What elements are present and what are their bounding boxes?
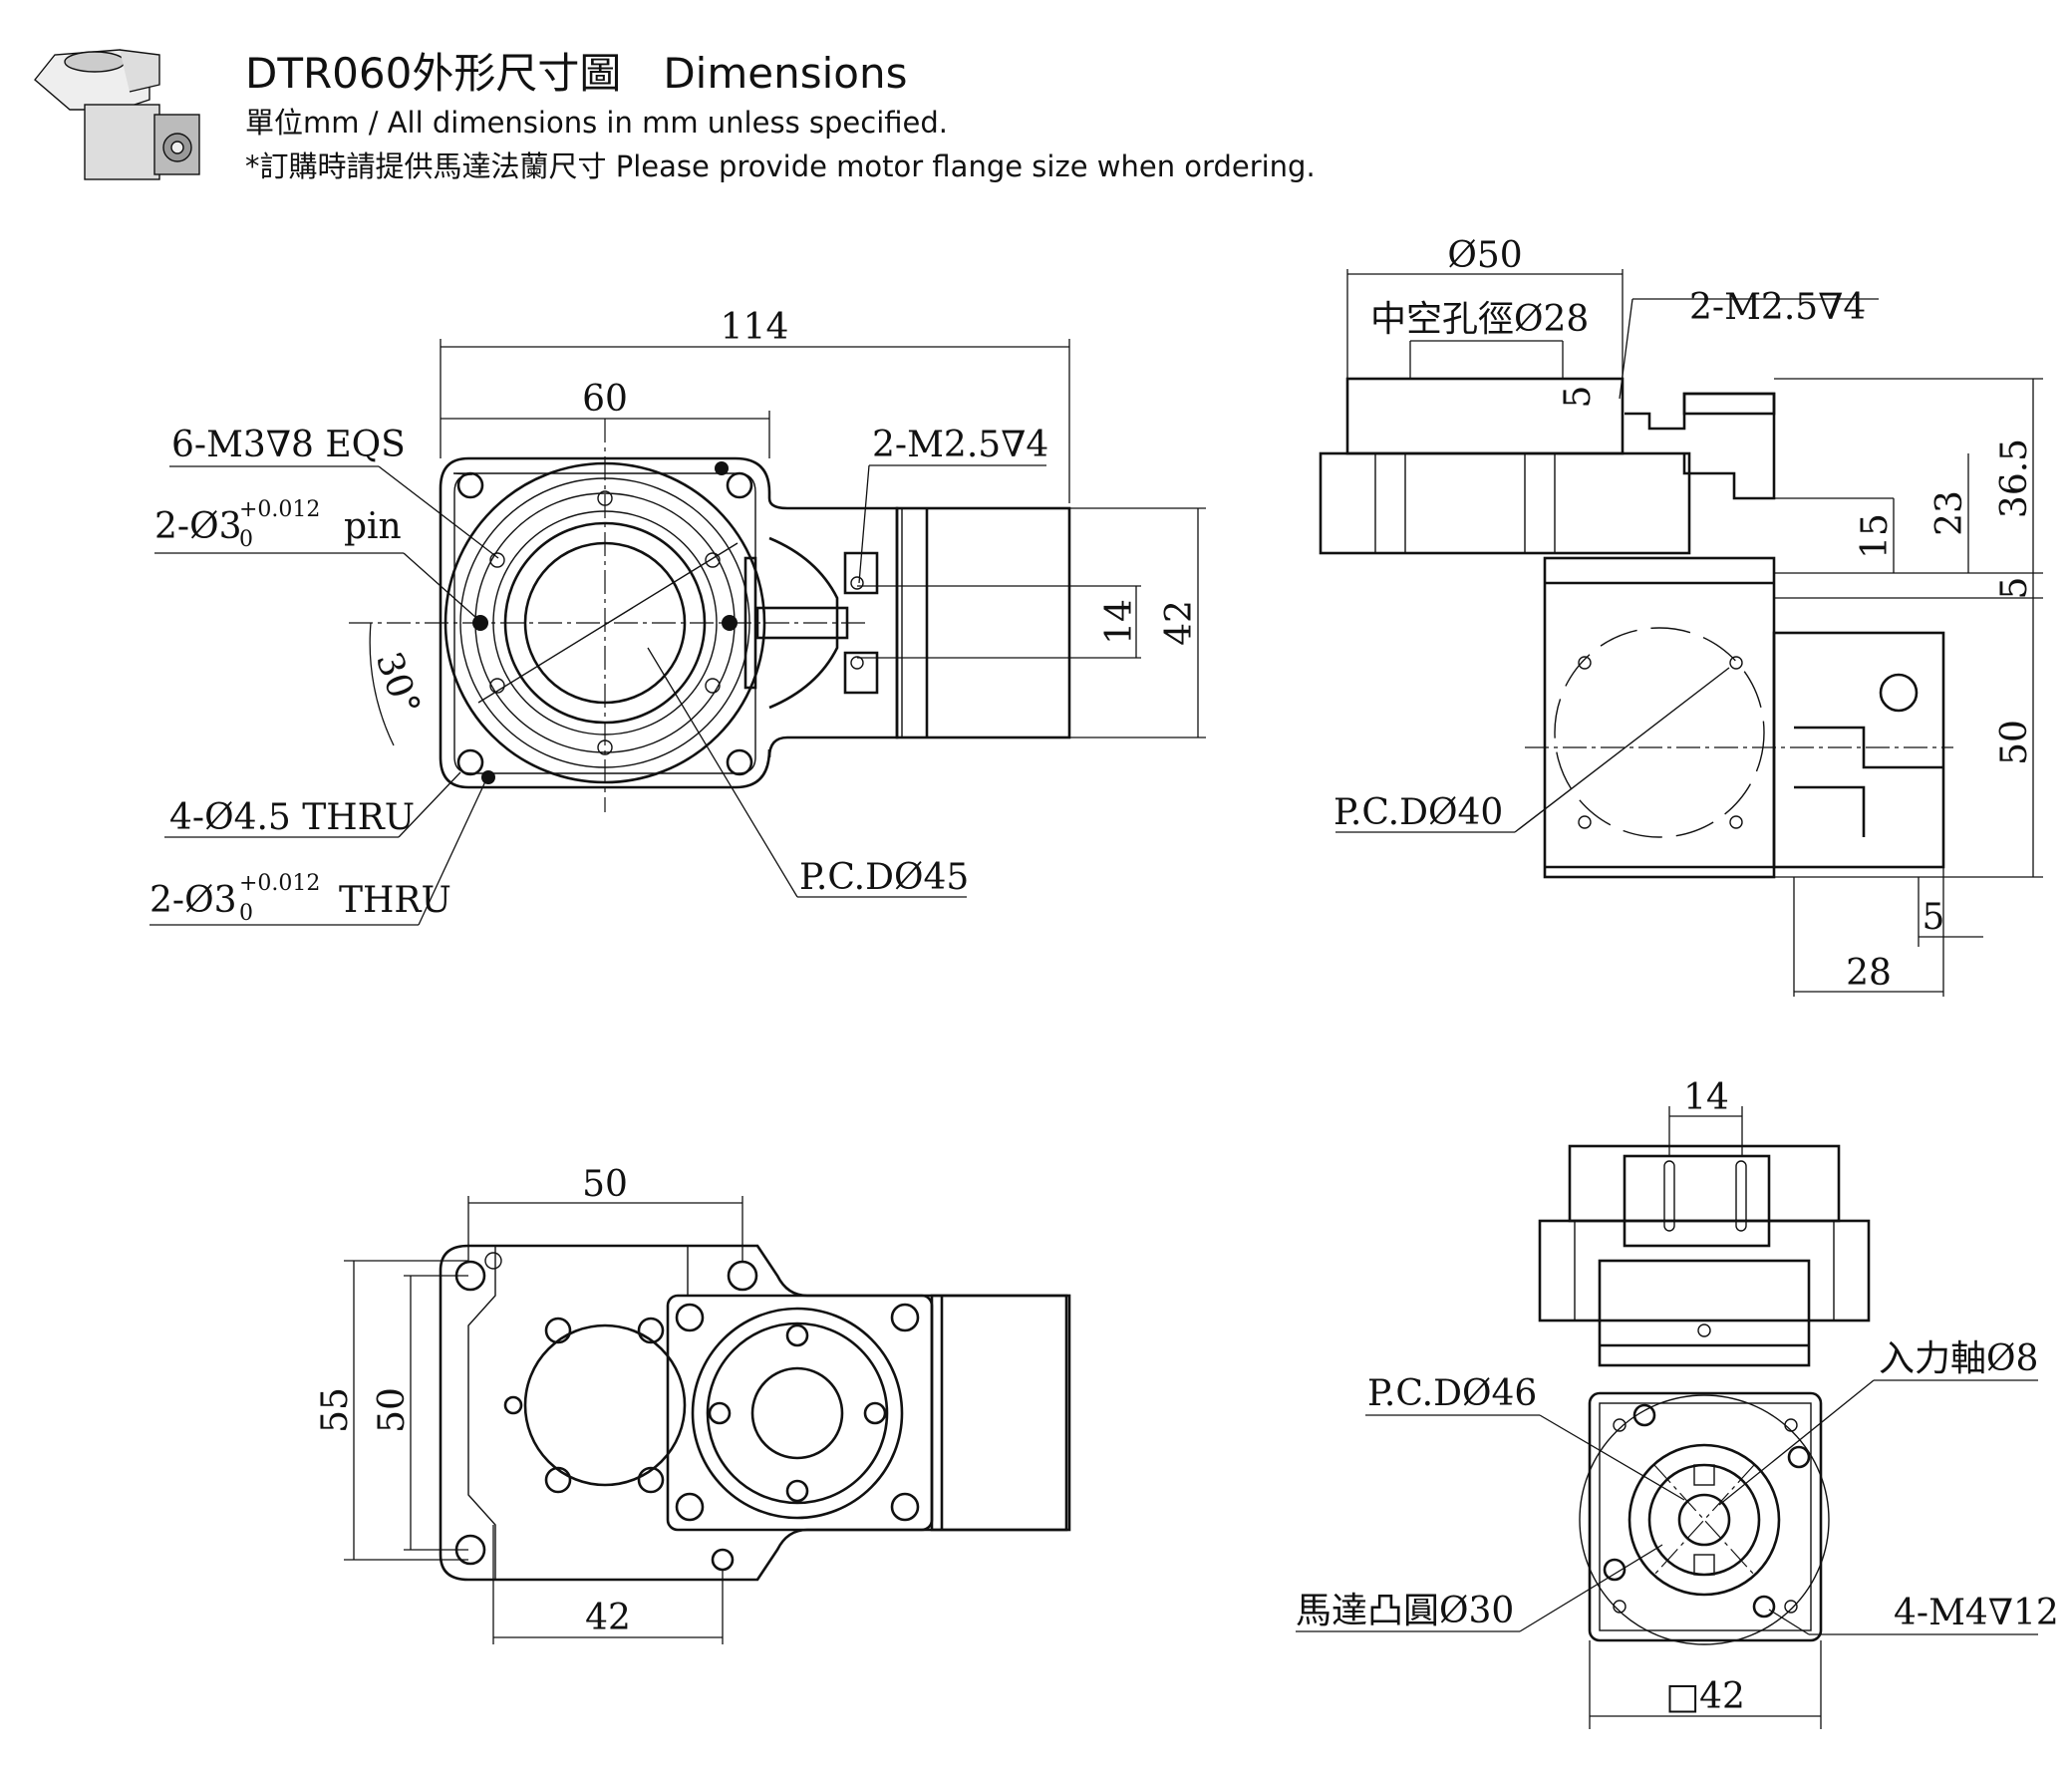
page-title: DTR060外形尺寸圖 Dimensions (245, 49, 908, 98)
dim-50-side: 50 (372, 1387, 413, 1433)
dim-5-mid: 5 (1994, 577, 2035, 600)
label-input-shaft: 入力軸Ø8 (1879, 1338, 2038, 1379)
label-pin: 2-Ø3 (154, 506, 242, 547)
dim-14-left: 14 (1099, 599, 1140, 645)
dim-28: 28 (1846, 953, 1892, 994)
dim-5-top: 5 (1558, 386, 1599, 409)
bottom-left-view: 50 55 50 4 (315, 1164, 1071, 1644)
pin-suffix: pin (344, 506, 402, 547)
top-right-view: Ø50 中空孔徑Ø28 2-M2.5∇4 5 P.C.DØ40 (1319, 235, 2043, 997)
label-pin-thru: 2-Ø3 (149, 880, 237, 921)
label-screw-left: 2-M2.5∇4 (872, 425, 1048, 465)
label-pcd-46: P.C.DØ46 (1367, 1373, 1537, 1414)
dim-23: 23 (1929, 490, 1970, 536)
label-pcd-40: P.C.DØ40 (1333, 792, 1503, 833)
dim-42-left: 42 (1159, 600, 1200, 646)
dim-square-42: □42 (1665, 1676, 1745, 1717)
pin-thru-tol-upper: +0.012 (239, 871, 320, 896)
dim-60: 60 (582, 379, 628, 420)
dim-14-bottom: 14 (1683, 1077, 1729, 1118)
pin-thru-suffix: THRU (339, 880, 451, 921)
label-pcd-45: P.C.DØ45 (799, 857, 969, 898)
pin-tol-lower: 0 (239, 527, 253, 552)
dim-15: 15 (1855, 513, 1896, 559)
product-thumbnail (34, 49, 200, 180)
label-tapped-holes: 6-M3∇8 EQS (171, 425, 406, 465)
dim-42-bottom: 42 (585, 1598, 631, 1638)
order-note: *訂購時請提供馬達法蘭尺寸 Please provide motor flang… (245, 149, 1316, 183)
header: DTR060外形尺寸圖 Dimensions 單位mm / All dimens… (0, 0, 2072, 199)
label-thru: 4-Ø4.5 THRU (169, 797, 415, 838)
unit-note: 單位mm / All dimensions in mm unless speci… (245, 106, 948, 140)
dim-50-top: 50 (582, 1164, 628, 1205)
bottom-right-view: 14 入力軸Ø8 P.C.DØ46 馬達凸圓Ø30 4-M4∇1 (1296, 1077, 2059, 1729)
dim-55: 55 (315, 1387, 356, 1433)
dim-36-5: 36.5 (1994, 439, 2035, 518)
top-left-view: 114 60 (149, 307, 1206, 926)
label-tapped-m4: 4-M4∇12 (1894, 1593, 2059, 1633)
label-hollow-bore: 中空孔徑Ø28 (1370, 299, 1589, 340)
dim-phi50: Ø50 (1447, 235, 1522, 276)
pin-thru-tol-lower: 0 (239, 901, 253, 926)
pin-tol-upper: +0.012 (239, 497, 320, 522)
dim-114: 114 (721, 307, 789, 348)
label-screw-right: 2-M2.5∇4 (1689, 287, 1866, 328)
angle-30: 30° (368, 647, 428, 721)
dim-5-bottom: 5 (1923, 897, 1945, 938)
dim-50-right: 50 (1994, 720, 2035, 765)
label-motor-boss: 馬達凸圓Ø30 (1296, 1591, 1514, 1631)
